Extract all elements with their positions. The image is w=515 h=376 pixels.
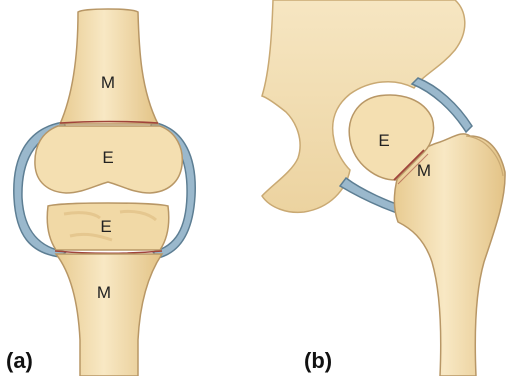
label-a-upper-epiphysis: E	[102, 148, 113, 167]
tibia-growth-plate	[55, 251, 162, 253]
label-a-upper-metaphysis: M	[101, 73, 115, 92]
femur-metaphysis	[60, 9, 158, 124]
label-a-lower-metaphysis: M	[97, 283, 111, 302]
panel-a-knee-joint	[14, 9, 195, 376]
panel-b-hip-joint	[262, 0, 505, 376]
label-a-lower-epiphysis: E	[100, 217, 111, 236]
femoral-neck-metaphysis	[394, 134, 505, 376]
tibia-metaphysis	[56, 254, 162, 376]
panel-label-a: (a)	[6, 348, 33, 373]
label-b-metaphysis: M	[417, 161, 431, 180]
panel-label-b: (b)	[304, 348, 332, 373]
label-b-epiphysis: E	[378, 131, 389, 150]
